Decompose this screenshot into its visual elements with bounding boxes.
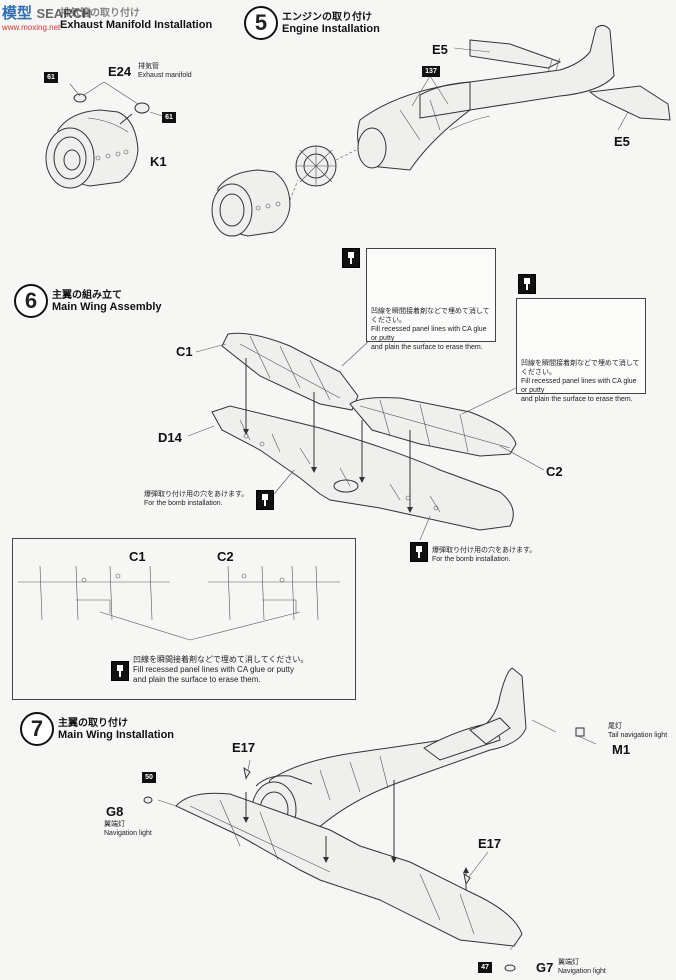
engine-drawing (295, 145, 357, 187)
detail-top-note-jp: 凹線を瞬間接着剤などで埋めて消してください。 (371, 308, 490, 324)
upper-wing-c2-drawing (349, 397, 517, 457)
part-e24-label: E24 (108, 64, 132, 79)
part-e17-right (463, 872, 471, 886)
upper-wing-c1-drawing (221, 332, 359, 411)
detail-note-en2: and plain the surface to erase them. (133, 675, 261, 684)
cowling-k1-drawing (45, 109, 139, 189)
tag-50: 50 (142, 772, 156, 783)
watermark-url: www.moxing.net (2, 23, 61, 32)
watermark-logo: 模型 (2, 5, 33, 22)
detail-box-right: 凹線を瞬間接着剤などで埋めて消してください。 Fill recessed pan… (516, 298, 646, 403)
detail-note: 凹線を瞬間接着剤などで埋めて消してください。 Fill recessed pan… (133, 655, 333, 685)
detail-right-note-en2: and plain the surface to erase them. (521, 396, 633, 403)
part-k1-label: K1 (150, 154, 167, 169)
part-g7-desc-jp: 翼端灯 (558, 959, 579, 966)
part-e5-bottom-label: E5 (614, 134, 630, 149)
detail-box-c1-drawing (18, 565, 170, 621)
step6-title-jp: 主翼の組み立て (52, 290, 122, 301)
nav-light-g8 (143, 796, 153, 804)
step6-number: 6 (14, 284, 48, 318)
step7-number: 7 (20, 712, 54, 746)
detail-box-c2-drawing (208, 565, 340, 621)
watermark: 模型 SEARCH www.moxing.net (2, 2, 91, 32)
step7-header: 主翼の取り付け Main Wing Installation (58, 714, 174, 741)
drill-icon-left (256, 490, 274, 510)
exhaust-part-left (73, 93, 87, 103)
detail-top-note-en2: and plain the surface to erase them. (371, 344, 483, 351)
step7-title-en: Main Wing Installation (58, 729, 175, 741)
bomb-note-left-jp: 爆弾取り付け用の穴をあけます。 (144, 491, 249, 498)
fuselage-step5-drawing (357, 24, 671, 171)
detail-right-note-jp: 凹線を瞬間接着剤などで埋めて消してください。 (521, 360, 640, 376)
detail-right-note-en1: Fill recessed panel lines with CA glue o… (521, 378, 637, 394)
bomb-note-left-en: For the bomb installation. (144, 500, 223, 507)
cowling-step5-drawing (211, 169, 299, 237)
part-m1-label: M1 (612, 742, 631, 757)
part-e24-desc-jp: 排気管 (138, 63, 159, 70)
part-m1-desc-jp: 尾灯 (608, 723, 622, 730)
bomb-note-right-jp: 爆弾取り付け用の穴をあけます。 (432, 547, 537, 554)
step5-title-en: Engine Installation (282, 23, 380, 35)
part-e17-left (243, 766, 251, 780)
drill-icon-right (410, 542, 428, 562)
step5-title-jp: エンジンの取り付け (282, 12, 372, 23)
part-g8-desc-en: Navigation light (104, 830, 152, 837)
part-m1-desc: 尾灯 Tail navigation light (608, 722, 667, 740)
step4-header: 排気管の取り付け Exhaust Manifold Installation (60, 4, 212, 31)
part-g7-desc: 翼端灯 Navigation light (558, 958, 606, 976)
exhaust-part-right (134, 102, 150, 114)
step4-title-jp: 排気管の取り付け (60, 8, 140, 19)
part-e17-right-label: E17 (478, 836, 502, 851)
part-d14-label: D14 (158, 430, 182, 445)
detail-c2-label: C2 (217, 549, 234, 564)
detail-note-en1: Fill recessed panel lines with CA glue o… (133, 665, 294, 674)
step5-header: エンジンの取り付け Engine Installation (282, 8, 380, 35)
step6-title-en: Main Wing Assembly (52, 301, 162, 313)
detail-c1-label: C1 (129, 549, 146, 564)
watermark-text: SEARCH (36, 6, 92, 21)
tail-light-m1 (575, 727, 585, 737)
bomb-note-left: 爆弾取り付け用の穴をあけます。 For the bomb installatio… (144, 490, 248, 508)
part-g8-desc-jp: 翼端灯 (104, 821, 125, 828)
step7-title-jp: 主翼の取り付け (58, 718, 128, 729)
bomb-note-right-en: For the bomb installation. (432, 556, 511, 563)
tag-47: 47 (478, 962, 492, 973)
part-g8-desc: 翼端灯 Navigation light (104, 820, 152, 838)
bomb-note-right: 爆弾取り付け用の穴をあけます。 For the bomb installatio… (432, 546, 536, 564)
part-e17-left-label: E17 (232, 740, 256, 755)
step5-number: 5 (244, 6, 278, 40)
part-g7-desc-en: Navigation light (558, 968, 606, 975)
step6-header: 主翼の組み立て Main Wing Assembly (52, 286, 162, 313)
tag-61-left: 61 (44, 72, 58, 83)
part-e5-top-label: E5 (432, 42, 448, 57)
glue-icon-detail (111, 661, 129, 681)
tag-137: 137 (422, 66, 440, 77)
detail-right-note: 凹線を瞬間接着剤などで埋めて消してください。 Fill recessed pan… (521, 359, 643, 404)
tag-61-right: 61 (162, 112, 176, 123)
detail-box-c1-c2: C1 C2 凹線を瞬間接着剤などで埋めて消してください。 Fill recess… (12, 538, 356, 700)
glue-icon-top (342, 248, 360, 268)
part-g7-label: G7 (536, 960, 554, 975)
detail-top-note: 凹線を瞬間接着剤などで埋めて消してください。 Fill recessed pan… (371, 307, 493, 352)
part-m1-desc-en: Tail navigation light (608, 732, 668, 739)
detail-box-top: 凹線を瞬間接着剤などで埋めて消してください。 Fill recessed pan… (366, 248, 496, 351)
detail-top-note-en1: Fill recessed panel lines with CA glue o… (371, 326, 487, 342)
wing-step7-drawing (175, 792, 523, 947)
nav-light-g7 (504, 964, 516, 972)
step4-title-en: Exhaust Manifold Installation (60, 19, 213, 31)
part-e24-desc-en: Exhaust manifold (138, 72, 192, 79)
part-e24-desc: 排気管 Exhaust manifold (138, 62, 192, 80)
detail-note-jp: 凹線を瞬間接着剤などで埋めて消してください。 (133, 655, 309, 664)
part-g8-label: G8 (106, 804, 124, 819)
glue-icon-right (518, 274, 536, 294)
part-c1-label: C1 (176, 344, 193, 359)
part-c2-label: C2 (546, 464, 563, 479)
